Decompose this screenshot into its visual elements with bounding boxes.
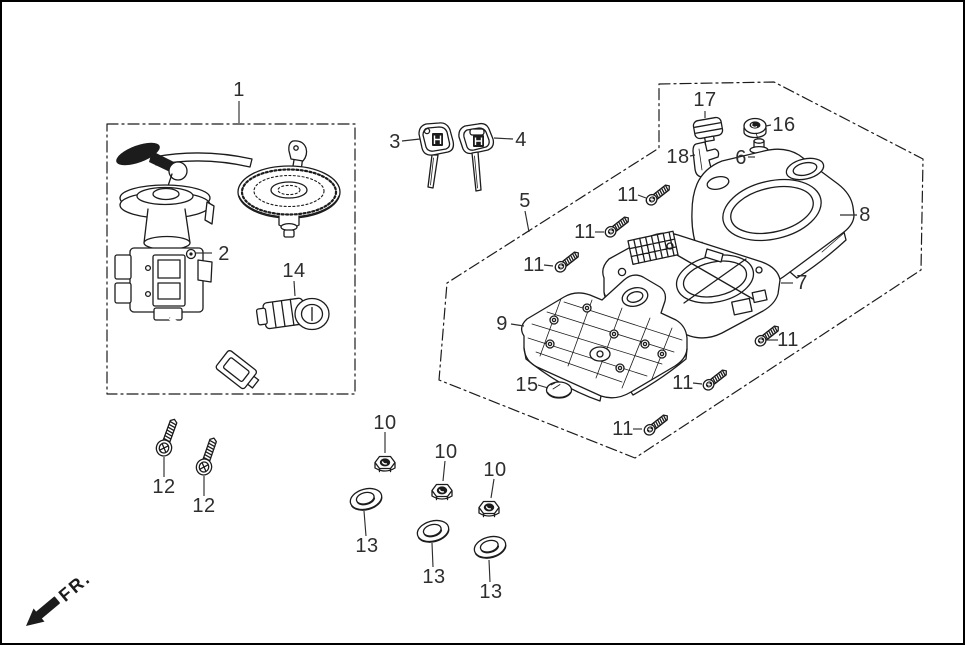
tone-wheel-drawing (237, 140, 341, 238)
callout-5: 5 (519, 190, 531, 212)
callout-11-5: 11 (672, 372, 694, 394)
callout-7: 7 (796, 272, 808, 294)
key-blank-b-drawing (458, 122, 495, 192)
callout-3: 3 (389, 131, 401, 153)
callout-11-3: 11 (523, 254, 545, 276)
lock-cylinder-drawing (255, 297, 330, 331)
base-plate-drawing (520, 274, 688, 402)
callout-12-1: 12 (152, 476, 176, 498)
callout-2: 2 (218, 243, 230, 265)
callout-14: 14 (282, 260, 306, 282)
callout-1: 1 (233, 79, 245, 101)
callout-11-2: 11 (574, 221, 596, 243)
callout-4: 4 (515, 129, 527, 151)
callout-10-3: 10 (483, 459, 507, 481)
callout-13-1: 13 (355, 535, 379, 557)
cap-nut-drawing (743, 117, 767, 139)
callout-9: 9 (496, 313, 508, 335)
callout-12-2: 12 (192, 495, 216, 517)
callout-16: 16 (772, 114, 796, 136)
grommet-drawing (692, 116, 724, 143)
callout-15: 15 (515, 374, 539, 396)
callout-13-3: 13 (479, 581, 503, 603)
callout-18: 18 (666, 146, 690, 168)
flange-nuts-10 (374, 455, 500, 518)
callout-11-1: 11 (617, 184, 639, 206)
callout-11-4: 11 (777, 329, 799, 351)
ignition-switch-assembly-drawing (114, 142, 260, 390)
callout-8: 8 (859, 204, 871, 226)
key-blank-a-drawing (418, 122, 455, 189)
blind-plug-drawing (545, 381, 573, 399)
callout-10-2: 10 (434, 441, 458, 463)
callout-13-2: 13 (422, 566, 446, 588)
smart-unit-group-outline (438, 81, 924, 459)
front-direction-arrow (26, 596, 60, 626)
callout-11-6: 11 (612, 418, 634, 440)
callout-17: 17 (693, 89, 717, 111)
callout-6: 6 (735, 147, 747, 169)
key-set-group-box (106, 123, 356, 395)
callout-10-1: 10 (373, 412, 397, 434)
callout-leader-lines (163, 101, 857, 583)
